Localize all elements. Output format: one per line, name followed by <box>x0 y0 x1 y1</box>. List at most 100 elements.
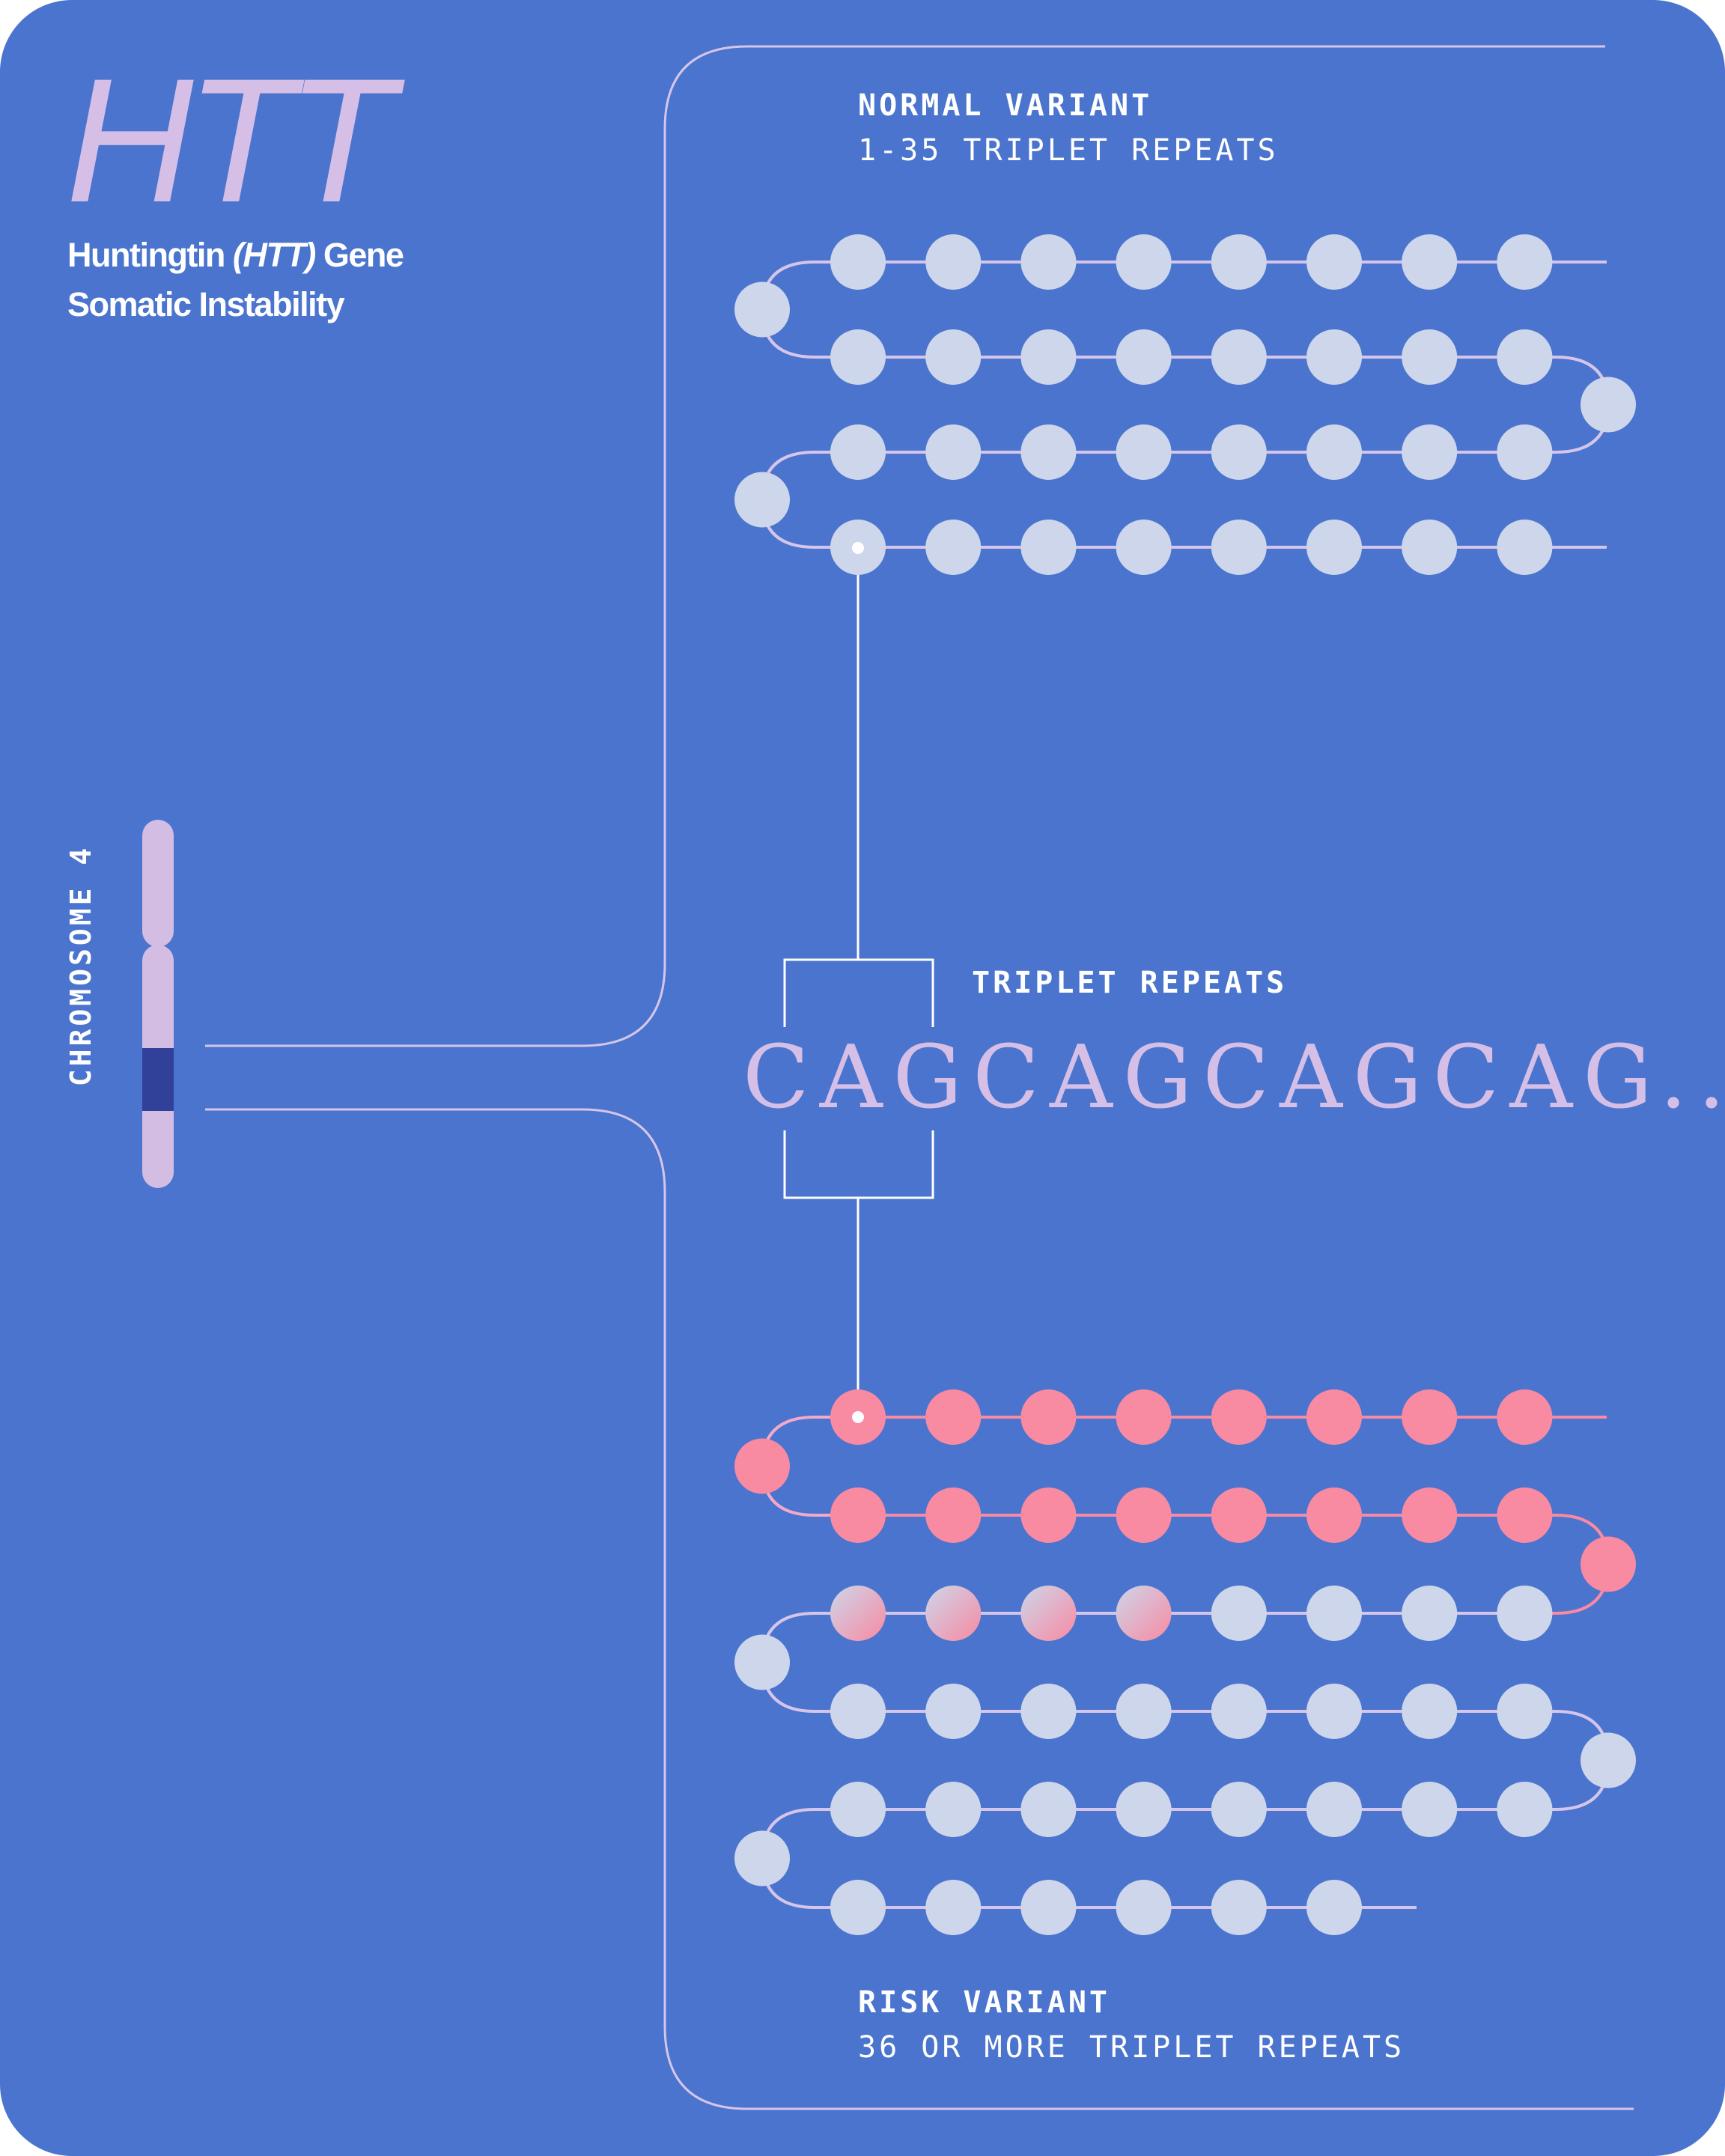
risk-repeat-bead <box>925 1389 982 1445</box>
risk-repeat-bead <box>1116 1586 1172 1641</box>
bracket-bottom <box>783 1130 934 1199</box>
normal-repeat-bead <box>1020 424 1077 480</box>
bracket-top <box>783 958 934 1027</box>
normal-repeat-bead <box>1402 520 1458 575</box>
normal-repeat-bead <box>1116 234 1172 290</box>
risk-repeat-bead <box>1402 1389 1458 1445</box>
normal-repeat-bead <box>1116 520 1172 575</box>
risk-repeat-bead <box>1306 1487 1362 1543</box>
normal-variant-subtitle: 1-35 TRIPLET REPEATS <box>858 133 1279 168</box>
risk-repeat-bead <box>1497 1389 1553 1445</box>
risk-repeat-bead <box>1306 1389 1362 1445</box>
risk-repeat-bead <box>1211 1684 1267 1739</box>
normal-repeat-turn-bead <box>734 281 790 338</box>
chromosome-label: CHROMOSOME 4 <box>64 844 97 1087</box>
risk-repeat-bead <box>1116 1880 1172 1935</box>
risk-repeat-bead <box>1020 1389 1077 1445</box>
risk-repeat-bead <box>1306 1586 1362 1641</box>
risk-repeat-bead <box>830 1487 886 1543</box>
subtitle-line1-pre: Huntingtin <box>67 236 233 274</box>
risk-repeat-bead <box>1402 1487 1458 1543</box>
risk-repeat-bead <box>830 1586 886 1641</box>
risk-repeat-bead <box>925 1586 982 1641</box>
normal-repeat-bead <box>1020 234 1077 290</box>
risk-repeat-bead <box>1211 1487 1267 1543</box>
risk-repeat-bead <box>1306 1782 1362 1837</box>
risk-repeat-bead <box>1020 1586 1077 1641</box>
normal-repeat-turn-bead <box>734 472 790 528</box>
frame-lines <box>205 45 1634 2110</box>
normal-repeat-bead <box>1211 424 1267 480</box>
normal-repeat-bead <box>1306 520 1362 575</box>
chromosome-4 <box>142 820 174 1188</box>
risk-repeat-turn-bead <box>734 1634 790 1690</box>
normal-repeat-bead <box>1211 520 1267 575</box>
risk-repeat-bead <box>1020 1880 1077 1935</box>
normal-variant-chain <box>734 234 1636 575</box>
risk-repeat-bead <box>1497 1684 1553 1739</box>
normal-repeat-bead <box>830 234 886 290</box>
normal-repeat-bead <box>1402 234 1458 290</box>
risk-variant-title: RISK VARIANT <box>858 1985 1110 2020</box>
risk-repeat-bead <box>1402 1586 1458 1641</box>
pointer-dot-top <box>852 542 864 554</box>
risk-repeat-bead <box>1497 1487 1553 1543</box>
risk-repeat-bead <box>1116 1684 1172 1739</box>
normal-repeat-bead <box>1402 329 1458 385</box>
risk-repeat-bead <box>1211 1586 1267 1641</box>
risk-repeat-bead <box>1020 1684 1077 1739</box>
normal-variant-title: NORMAL VARIANT <box>858 88 1153 123</box>
normal-repeat-bead <box>1402 424 1458 480</box>
normal-repeat-bead <box>1306 424 1362 480</box>
normal-repeat-bead <box>1211 234 1267 290</box>
risk-repeat-bead <box>1211 1389 1267 1445</box>
risk-repeat-turn-bead <box>1581 1732 1636 1788</box>
upper-branch-line <box>205 45 1605 1047</box>
chromosome-upper-arm <box>142 820 174 947</box>
normal-repeat-bead <box>1497 234 1553 290</box>
risk-repeat-bead <box>1402 1782 1458 1837</box>
risk-variant-chain <box>734 1389 1636 1935</box>
risk-repeat-bead <box>925 1487 982 1543</box>
risk-repeat-bead <box>925 1684 982 1739</box>
risk-repeat-bead <box>1116 1782 1172 1837</box>
normal-repeat-bead <box>1306 329 1362 385</box>
risk-repeat-bead <box>1306 1880 1362 1935</box>
risk-repeat-bead <box>830 1782 886 1837</box>
risk-repeat-bead <box>830 1684 886 1739</box>
pointer-dot-bottom <box>852 1411 864 1423</box>
gene-symbol-title: HTT <box>66 42 395 240</box>
subtitle-line1-post: Gene <box>314 236 404 274</box>
gene-subtitle: Huntingtin (HTT) Gene Somatic Instabilit… <box>67 231 591 329</box>
subtitle-line1-italic: (HTT) <box>232 236 316 274</box>
risk-repeat-bead <box>1402 1684 1458 1739</box>
normal-repeat-bead <box>925 329 982 385</box>
normal-repeat-bead <box>925 234 982 290</box>
risk-repeat-bead <box>925 1880 982 1935</box>
normal-repeat-bead <box>1211 329 1267 385</box>
risk-repeat-bead <box>1020 1487 1077 1543</box>
subtitle-line2: Somatic Instability <box>67 285 345 323</box>
normal-repeat-bead <box>925 520 982 575</box>
risk-repeat-bead <box>1116 1487 1172 1543</box>
risk-variant-subtitle: 36 OR MORE TRIPLET REPEATS <box>858 2030 1405 2065</box>
normal-repeat-bead <box>1116 424 1172 480</box>
normal-repeat-bead <box>830 329 886 385</box>
risk-repeat-bead <box>925 1782 982 1837</box>
normal-repeat-bead <box>830 424 886 480</box>
normal-repeat-bead <box>925 424 982 480</box>
normal-repeat-turn-bead <box>1581 377 1636 433</box>
risk-repeat-bead <box>1020 1782 1077 1837</box>
triplet-bracket <box>783 548 934 1417</box>
lower-branch-line <box>205 1108 1634 2110</box>
risk-repeat-bead <box>830 1880 886 1935</box>
chromosome-htt-band <box>142 1048 174 1111</box>
normal-repeat-bead <box>1020 520 1077 575</box>
risk-repeat-bead <box>1211 1880 1267 1935</box>
normal-repeat-bead <box>1497 329 1553 385</box>
risk-repeat-bead <box>1497 1782 1553 1837</box>
normal-repeat-bead <box>1497 520 1553 575</box>
risk-repeat-bead <box>1211 1782 1267 1837</box>
